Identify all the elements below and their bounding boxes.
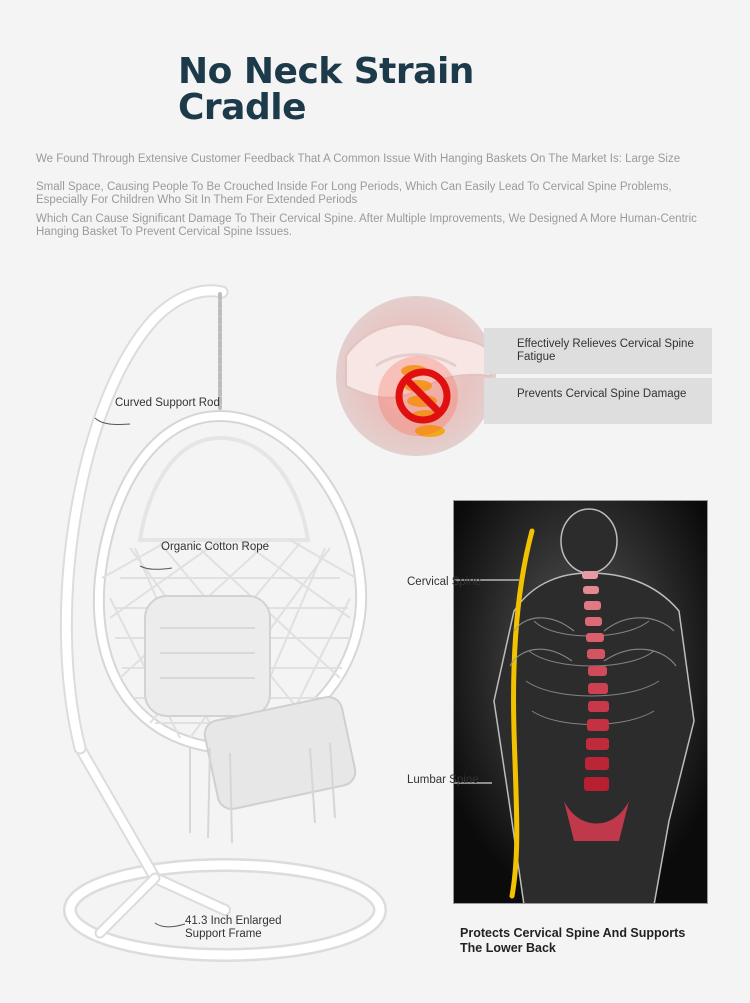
label-support-frame-line-1: 41.3 Inch Enlarged	[185, 915, 282, 927]
spine-highlight	[509, 528, 535, 899]
label-support-frame-line-2: Support Frame	[185, 928, 262, 940]
hanging-chair-image	[59, 284, 387, 962]
page-title: No Neck Strain Cradle	[178, 54, 474, 126]
seat-cushion	[144, 595, 357, 844]
title-line-1: No Neck Strain	[178, 51, 474, 92]
intro-paragraph-3: Which Can Cause Significant Damage To Th…	[36, 213, 697, 238]
label-organic-cotton-rope: Organic Cotton Rope	[161, 541, 270, 553]
label-curved-support-rod: Curved Support Rod	[115, 397, 220, 409]
intro-paragraph-1: We Found Through Extensive Customer Feed…	[36, 153, 681, 165]
spine-vertebrae	[564, 571, 629, 841]
intro-paragraph-2: Small Space, Causing People To Be Crouch…	[36, 181, 672, 206]
title-line-2: Cradle	[178, 87, 306, 128]
label-support-frame: 41.3 Inch Enlarged Support Frame	[185, 915, 282, 941]
benefit-prevents-damage: Prevents Cervical Spine Damage	[484, 378, 712, 424]
spine-anatomy-image	[453, 500, 708, 904]
label-cervical-spine: Cervical Spine	[407, 576, 482, 588]
spine-caption: Protects Cervical Spine And Supports The…	[460, 926, 686, 955]
benefit-relieves-fatigue: Effectively Relieves Cervical Spine Fati…	[484, 328, 712, 374]
label-lumbar-spine: Lumbar Spine	[407, 774, 479, 786]
no-sign-icon	[395, 368, 451, 424]
neck-pain-image	[336, 296, 496, 456]
